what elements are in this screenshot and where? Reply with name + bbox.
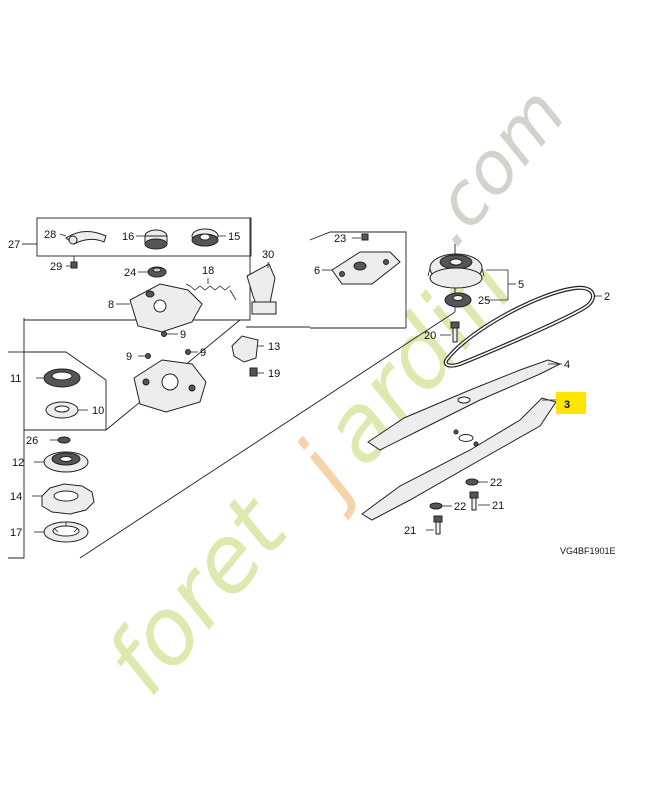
part-21-lower <box>426 515 443 535</box>
part-10 <box>45 401 88 419</box>
part-24 <box>147 266 167 278</box>
label-26: 26 <box>26 435 38 447</box>
label-28: 28 <box>44 229 56 241</box>
label-18: 18 <box>202 265 214 277</box>
part-9-pins <box>138 331 198 359</box>
label-20: 20 <box>424 330 436 342</box>
part-20 <box>440 321 460 343</box>
label-11: 11 <box>10 373 21 385</box>
part-11 <box>36 368 81 388</box>
frame-27 <box>36 217 252 257</box>
part-16 <box>144 229 168 250</box>
part-2 <box>443 285 602 368</box>
watermark-domain: .com <box>404 72 582 261</box>
part-18 <box>185 283 237 301</box>
label-13: 13 <box>268 341 280 353</box>
assembly-frames <box>8 217 456 559</box>
label-25: 25 <box>478 295 490 307</box>
label-10: 10 <box>92 405 104 417</box>
label-3: 3 <box>564 399 570 411</box>
label-24: 24 <box>124 267 136 279</box>
part-19 <box>249 367 264 377</box>
part-15 <box>191 228 219 247</box>
part-22-lower <box>429 502 452 510</box>
diagram-reference-code: VG4BF1901E <box>560 546 616 556</box>
part-21-upper <box>469 491 490 511</box>
part-5 <box>427 253 485 289</box>
watermark-brand-foret: foret <box>85 475 310 714</box>
label-8: 8 <box>108 299 114 311</box>
part-6 <box>322 251 401 285</box>
part-30 <box>246 262 277 315</box>
label-21-lower: 21 <box>404 525 416 537</box>
part-23 <box>352 233 369 241</box>
label-9b: 9 <box>126 351 132 363</box>
label-29: 29 <box>50 261 62 273</box>
part-22-upper <box>465 478 488 486</box>
part-17 <box>34 521 89 543</box>
part-13 <box>231 335 264 363</box>
label-22-lower: 22 <box>454 501 466 513</box>
label-14: 14 <box>10 491 22 503</box>
part-29 <box>70 256 78 269</box>
label-27: 27 <box>8 239 20 251</box>
label-2: 2 <box>604 291 610 303</box>
label-6: 6 <box>314 265 320 277</box>
part-14 <box>32 483 95 515</box>
label-30: 30 <box>262 249 274 261</box>
part-3-highlight <box>556 392 586 414</box>
part-26 <box>50 436 71 444</box>
label-19: 19 <box>268 368 280 380</box>
callout-labels: 27 28 29 16 15 24 18 30 23 6 5 2 25 8 9 … <box>8 229 616 556</box>
label-15: 15 <box>228 231 240 243</box>
label-5: 5 <box>518 279 524 291</box>
part-4 <box>367 359 562 451</box>
part-8 <box>129 283 203 333</box>
label-17: 17 <box>10 527 22 539</box>
part-28 <box>65 231 107 245</box>
label-21-upper: 21 <box>492 500 504 512</box>
label-22-upper: 22 <box>490 477 502 489</box>
part-9-plate <box>133 359 207 413</box>
label-9a: 9 <box>180 329 186 341</box>
label-16: 16 <box>122 231 134 243</box>
label-9c: 9 <box>200 347 206 359</box>
label-12: 12 <box>12 457 24 469</box>
part-12 <box>34 451 89 473</box>
label-4: 4 <box>564 359 570 371</box>
label-23: 23 <box>334 233 346 245</box>
part-25 <box>444 292 472 308</box>
